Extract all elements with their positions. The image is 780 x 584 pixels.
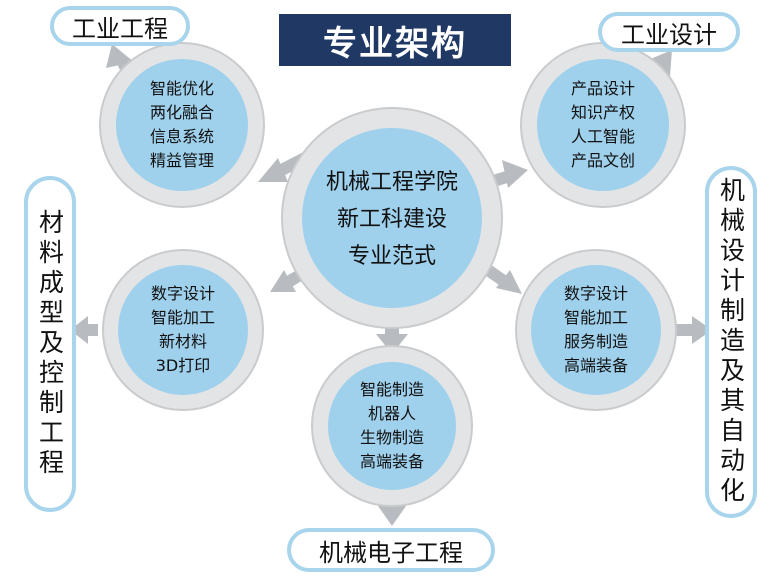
node-line: 高端装备 xyxy=(359,452,424,471)
arrow-mid-right-to-label xyxy=(676,316,712,344)
node-line: 智能优化 xyxy=(149,79,214,98)
node-line: 两化融合 xyxy=(149,103,214,122)
node-line: 新材料 xyxy=(158,332,207,351)
node-bottom xyxy=(311,345,473,507)
top-right-node-text: 产品设计 知识产权 人工智能 产品文创 xyxy=(543,77,663,173)
node-line: 机器人 xyxy=(367,404,416,423)
node-line: 信息系统 xyxy=(149,127,214,146)
mid-left-node-text: 数字设计 智能加工 新材料 3D打印 xyxy=(123,282,243,378)
center-node-text: 机械工程学院 新工科建设 专业范式 xyxy=(302,163,482,275)
label-material-forming: 材料成型及控制工程 xyxy=(24,176,76,512)
label-material-forming-text: 材料成型及控制工程 xyxy=(35,209,65,479)
node-line: 生物制造 xyxy=(359,428,424,447)
arrow-mid-left-to-label xyxy=(70,316,98,344)
node-line: 知识产权 xyxy=(570,103,635,122)
node-line: 3D打印 xyxy=(155,356,211,375)
node-line: 人工智能 xyxy=(570,127,635,146)
top-left-node-text: 智能优化 两化融合 信息系统 精益管理 xyxy=(122,77,242,173)
node-line: 智能加工 xyxy=(563,308,628,327)
label-industrial-design: 工业设计 xyxy=(598,12,740,52)
node-line: 高端装备 xyxy=(563,356,628,375)
node-top-left xyxy=(99,42,265,208)
node-line: 数字设计 xyxy=(563,284,628,303)
mid-right-node-text: 数字设计 智能加工 服务制造 高端装备 xyxy=(536,282,656,378)
label-mechanical-design: 机械设计制造及其自动化 xyxy=(705,166,757,518)
node-line: 精益管理 xyxy=(149,151,214,170)
node-line: 智能制造 xyxy=(359,380,424,399)
label-mechanical-design-text: 机械设计制造及其自动化 xyxy=(716,177,746,507)
center-line-2: 新工科建设 xyxy=(336,206,447,232)
bottom-node-text: 智能制造 机器人 生物制造 高端装备 xyxy=(332,378,452,474)
node-center xyxy=(281,107,503,329)
label-mechatronics: 机械电子工程 xyxy=(287,528,495,572)
node-top-right xyxy=(520,42,686,208)
node-line: 数字设计 xyxy=(150,284,215,303)
label-industrial-engineering: 工业工程 xyxy=(50,6,190,46)
node-mid-right xyxy=(515,249,677,411)
arrow-center-to-mid-right xyxy=(484,265,522,294)
node-line: 智能加工 xyxy=(150,308,215,327)
center-line-3: 专业范式 xyxy=(347,243,436,269)
node-line: 服务制造 xyxy=(563,332,628,351)
center-line-1: 机械工程学院 xyxy=(325,169,458,195)
node-mid-left xyxy=(102,249,264,411)
page-title: 专业架构 xyxy=(279,14,511,66)
node-line: 产品文创 xyxy=(570,151,635,170)
node-line: 产品设计 xyxy=(570,79,635,98)
